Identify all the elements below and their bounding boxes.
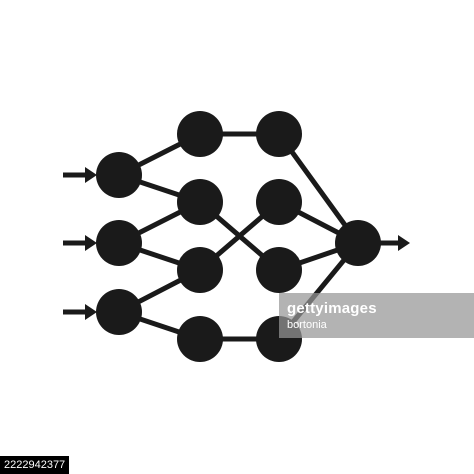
hidden1-node-3 bbox=[177, 247, 223, 293]
image-id-label: 2222942377 bbox=[0, 456, 70, 474]
nodes bbox=[96, 111, 381, 362]
input-arrow-3-head bbox=[85, 304, 97, 320]
hidden1-node-2 bbox=[177, 179, 223, 225]
input-arrow-1-head bbox=[85, 167, 97, 183]
input-node-3 bbox=[96, 289, 142, 335]
output-arrow-head bbox=[398, 235, 410, 251]
input-arrow-2 bbox=[63, 235, 97, 251]
input-arrow-2-head bbox=[85, 235, 97, 251]
output-node bbox=[335, 220, 381, 266]
arrows bbox=[63, 167, 410, 320]
watermark: gettyimages bortonia bbox=[279, 293, 474, 338]
hidden2-node-1 bbox=[256, 111, 302, 157]
input-arrow-1 bbox=[63, 167, 97, 183]
watermark-credit: bortonia bbox=[287, 319, 327, 331]
input-node-1 bbox=[96, 152, 142, 198]
input-node-2 bbox=[96, 220, 142, 266]
hidden2-node-3 bbox=[256, 247, 302, 293]
input-arrow-3 bbox=[63, 304, 97, 320]
hidden1-node-1 bbox=[177, 111, 223, 157]
hidden2-node-2 bbox=[256, 179, 302, 225]
watermark-brand: gettyimages bbox=[287, 300, 377, 317]
hidden1-node-4 bbox=[177, 316, 223, 362]
output-arrow bbox=[380, 235, 410, 251]
